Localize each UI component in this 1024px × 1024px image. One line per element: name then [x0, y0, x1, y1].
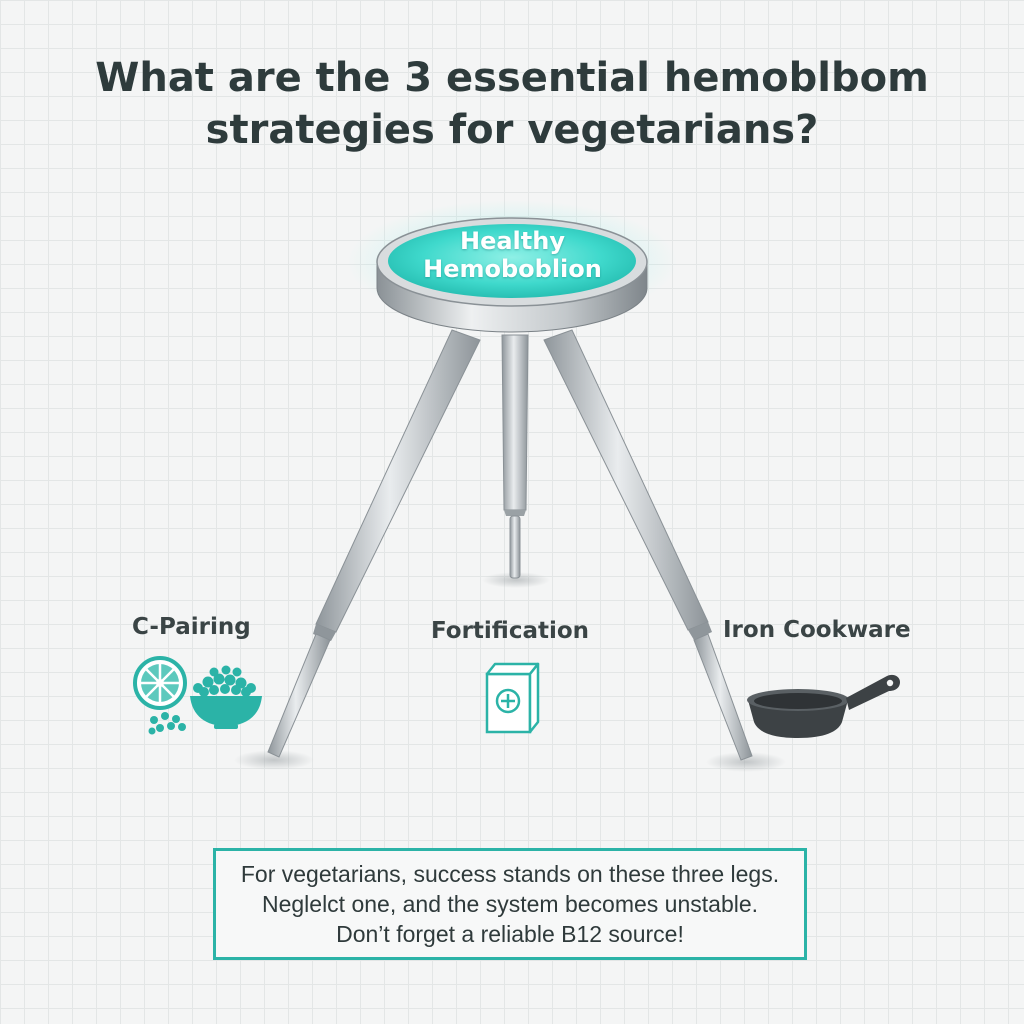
- summary-note: For vegetarians, success stands on these…: [213, 848, 807, 960]
- cast-iron-skillet-icon: [747, 674, 900, 738]
- left-leg: [267, 329, 481, 758]
- stool-seat: [347, 200, 677, 333]
- page-title: What are the 3 essential hemoblbom strat…: [0, 52, 1024, 156]
- title-line-2: strategies for vegetarians?: [205, 107, 819, 153]
- leg-label-fortification: Fortification: [431, 618, 590, 644]
- note-line-2: Neglelct one, and the system becomes uns…: [261, 891, 759, 917]
- legume-bowl-icon: [148, 665, 262, 735]
- right-leg: [543, 329, 753, 761]
- fortified-box-icon: [485, 662, 540, 734]
- seat-label: Healthy Hemoboblion: [395, 227, 630, 283]
- right-leg-shadow: [706, 752, 786, 772]
- title-line-1: What are the 3 essential hemoblbom: [95, 55, 929, 101]
- center-leg: [501, 334, 529, 579]
- center-leg-shadow: [482, 572, 550, 588]
- seat-label-line-1: Healthy: [460, 227, 565, 255]
- leg-label-c-pairing: C-Pairing: [132, 614, 251, 640]
- leg-label-iron-cookware: Iron Cookware: [723, 617, 911, 643]
- left-leg-shadow: [234, 750, 314, 770]
- citrus-slice-icon: [133, 656, 187, 710]
- seat-label-line-2: Hemoboblion: [423, 255, 602, 283]
- note-line-3: Don’t forget a reliable B12 source!: [336, 921, 684, 947]
- note-line-1: For vegetarians, success stands on these…: [240, 861, 780, 887]
